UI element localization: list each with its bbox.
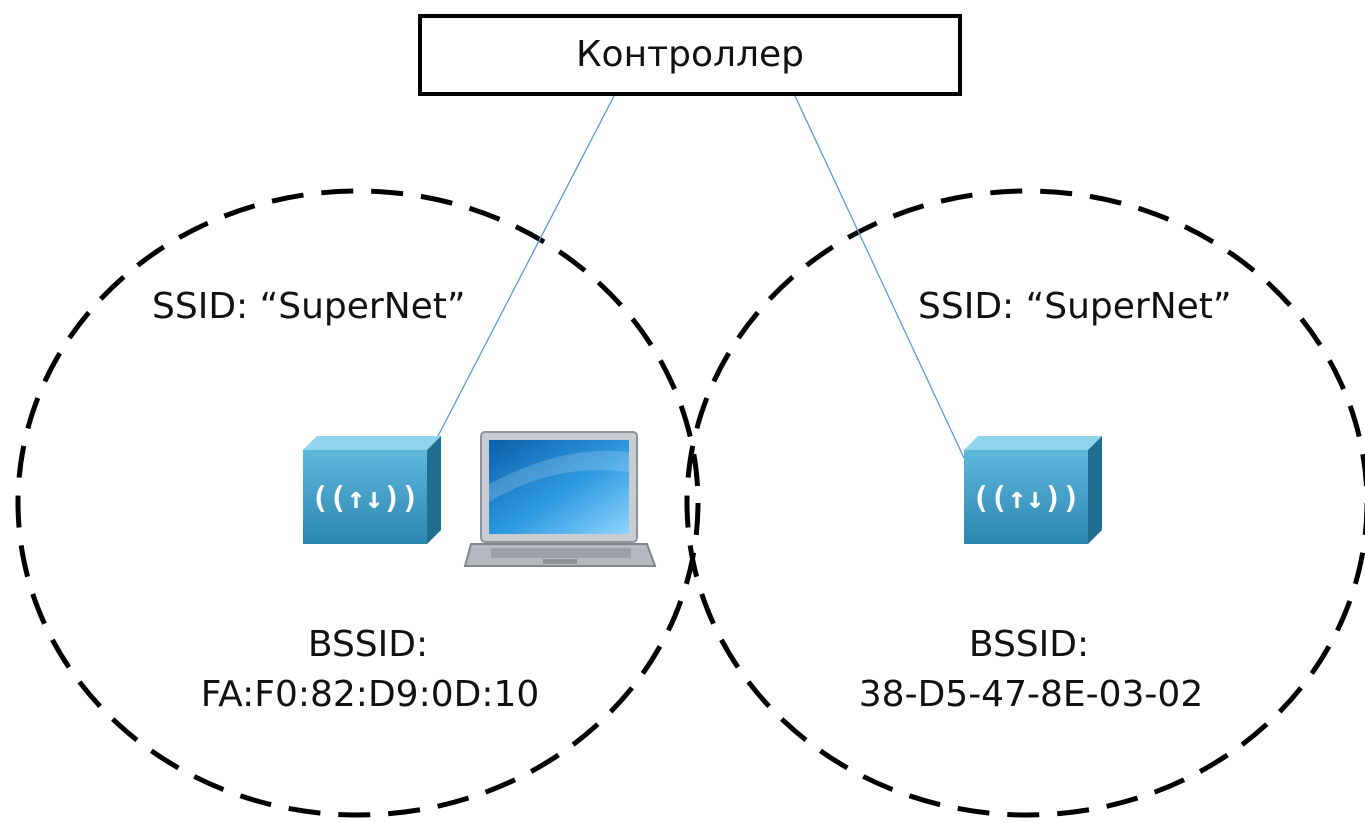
laptop-icon [463,431,657,567]
bssid-value-left: FA:F0:82:D9:0D:10 [200,674,540,715]
access-point-icon: ((↑↓)) [964,436,1102,544]
coverage-cell-right [684,188,1365,818]
svg-text:((↑↓)): ((↑↓)) [972,481,1080,516]
link-line-right [794,95,965,459]
controller-box: Контроллер [418,14,962,96]
bssid-label-right: BSSID: [968,624,1090,665]
bssid-value-right: 38-D5-47-8E-03-02 [858,674,1204,715]
coverage-cell-left [15,188,701,818]
bssid-label-left: BSSID: [307,624,429,665]
ssid-label-left: SSID: “SuperNet” [152,286,466,327]
controller-label: Контроллер [576,34,804,75]
svg-text:((↑↓)): ((↑↓)) [311,481,419,516]
access-point-icon: ((↑↓)) [303,436,441,544]
ssid-label-right: SSID: “SuperNet” [918,286,1232,327]
link-line-left [436,95,615,439]
